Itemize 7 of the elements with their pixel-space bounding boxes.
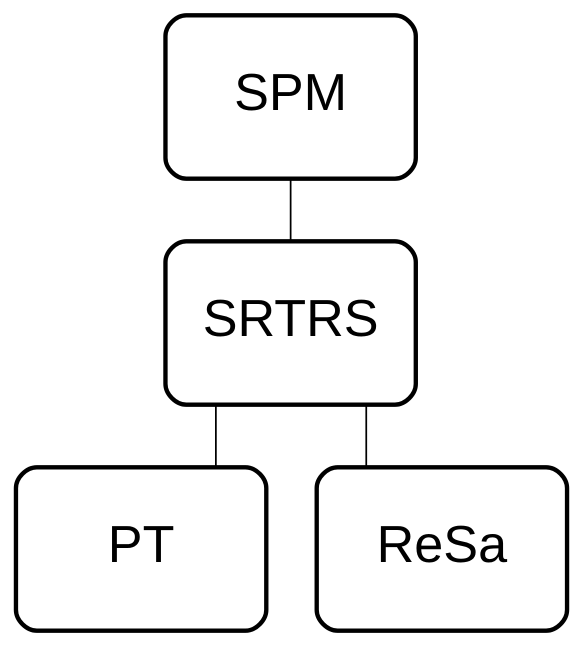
- node-box: ReSa: [314, 465, 569, 633]
- connector: [289, 179, 291, 242]
- connector: [364, 405, 367, 468]
- node-box: PT: [13, 465, 268, 633]
- node-box: SPM: [162, 13, 418, 181]
- connector: [214, 405, 216, 468]
- node-box: SRTRS: [162, 239, 418, 407]
